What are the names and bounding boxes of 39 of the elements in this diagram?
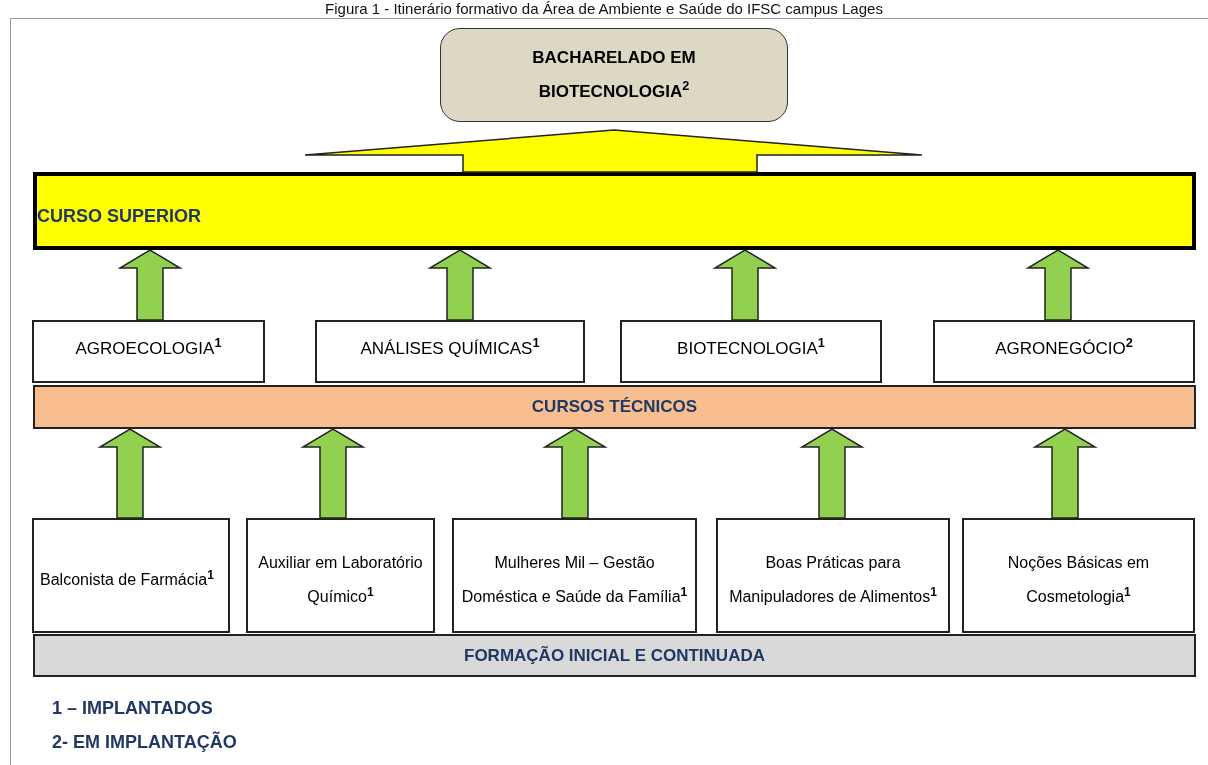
- course-name: Noções Básicas em Cosmetologia$^{1}$: [1006, 552, 1151, 607]
- block-arrow: [1032, 428, 1098, 519]
- legend-note: 2- EM IMPLANTAÇÃO: [52, 732, 237, 753]
- course-level-band: [33, 385, 1196, 429]
- block-arrow: [97, 428, 163, 519]
- block-arrow: [117, 249, 183, 321]
- course-box: [32, 320, 265, 383]
- course-name: FORMAÇÃO INICIAL E CONTINUADA: [464, 645, 765, 666]
- course-box: [246, 518, 435, 633]
- degree-box: [440, 28, 788, 122]
- figure-title: Figura 1 - Itinerário formativo da Área de Ambiente e Saúde do IFSC campus Lages: [324, 0, 884, 17]
- block-arrow: [799, 428, 865, 519]
- course-level-band: [33, 172, 1196, 250]
- course-name: CURSO SUPERIOR: [37, 206, 202, 226]
- course-name: ANÁLISES QUÍMICAS$^{1}$: [360, 338, 540, 359]
- legend-note: 1 – IMPLANTADOS: [52, 698, 213, 719]
- course-level-band: [33, 634, 1196, 677]
- course-name: Balconista de Farmácia$^{1}$: [40, 566, 214, 590]
- course-name: AGRONEGÓCIO$^{2}$: [995, 338, 1133, 359]
- course-name: CURSOS TÉCNICOS: [531, 397, 698, 417]
- course-box: [315, 320, 585, 383]
- course-box: [716, 518, 950, 633]
- course-box: [962, 518, 1195, 633]
- course-box: [933, 320, 1195, 383]
- block-arrow: [712, 249, 778, 321]
- course-name: BIOTECNOLOGIA$^{1}$: [677, 338, 825, 359]
- course-box: [452, 518, 697, 633]
- course-box: [32, 518, 230, 633]
- block-arrow: [300, 428, 366, 519]
- upward-roof-arrow: [304, 129, 923, 173]
- course-name: Boas Práticas para Manipuladores de Alimentos$^{1}$: [728, 552, 938, 607]
- course-name: Mulheres Mil – Gestão Doméstica e Saúde da Família$^{1}$: [460, 552, 689, 607]
- block-arrow: [1025, 249, 1091, 321]
- course-box: [620, 320, 882, 383]
- course-name: Auxiliar em Laboratório Químico$^{1}$: [257, 552, 424, 607]
- course-name: AGROECOLOGIA$^{1}$: [75, 338, 222, 359]
- course-name: BACHARELADO EM BIOTECNOLOGIA$^{2}$: [531, 47, 697, 103]
- block-arrow: [542, 428, 608, 519]
- block-arrow: [427, 249, 493, 321]
